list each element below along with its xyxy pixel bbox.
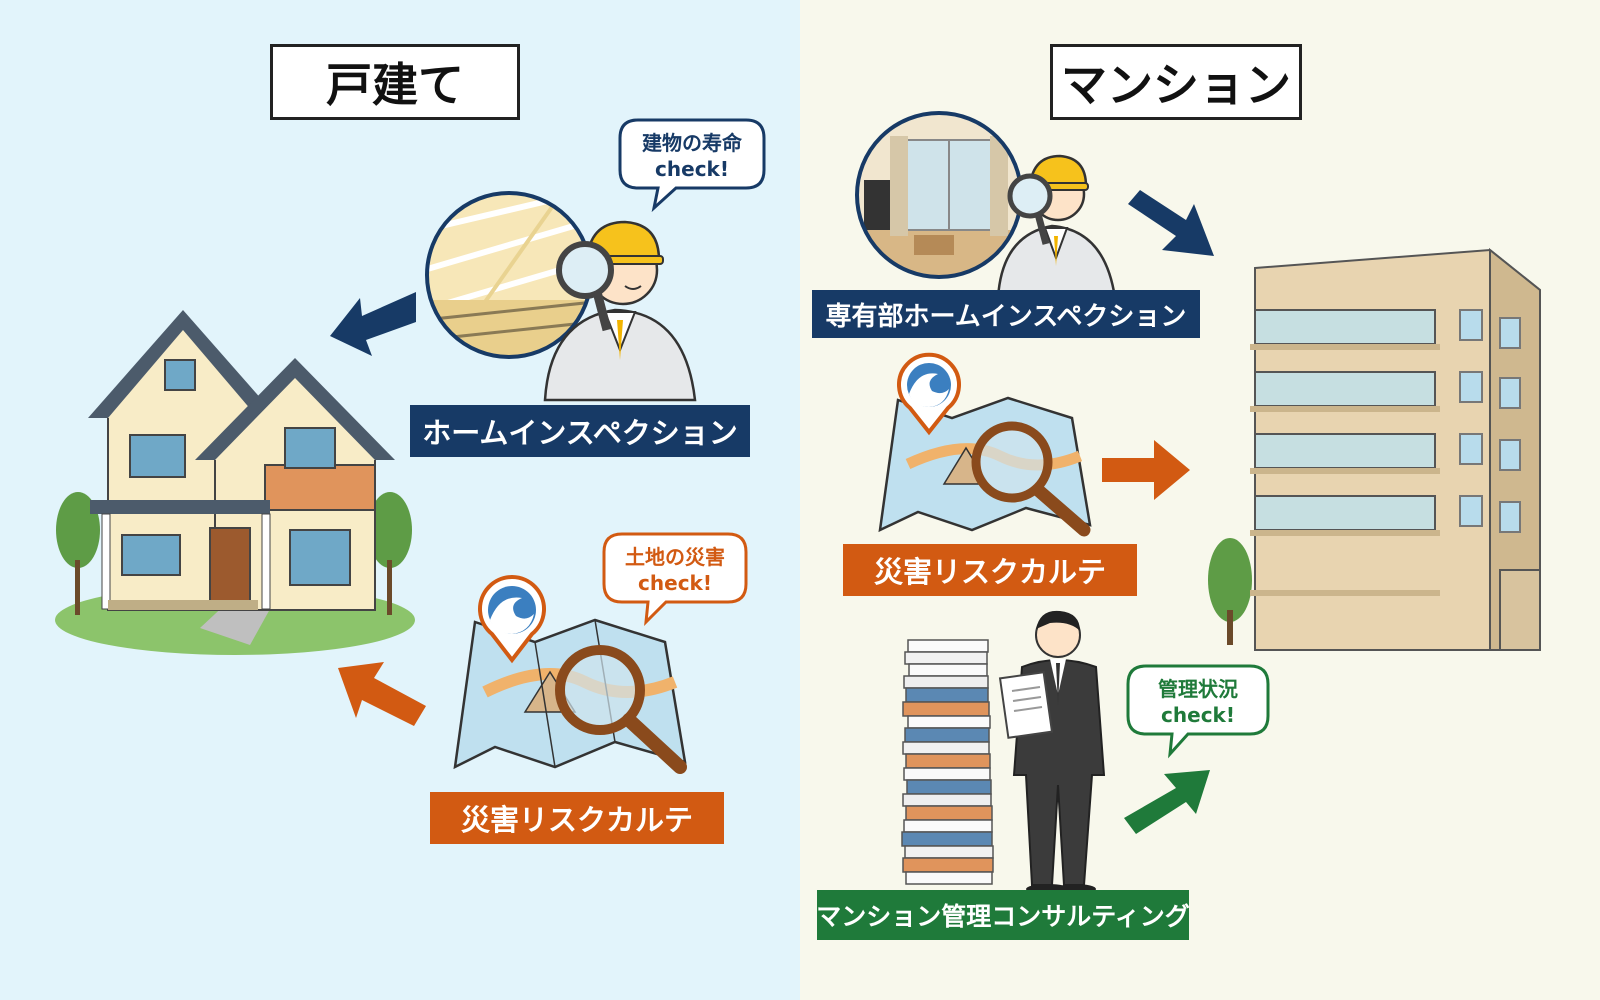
management-consulting-label: マンション管理コンサルティング: [816, 890, 1190, 940]
interior-inspection-circle: [855, 111, 1023, 279]
management-bubble-line1: 管理状況: [1158, 677, 1238, 701]
arrow-icon: [1124, 770, 1210, 834]
lifespan-check-bubble: 建物の寿命 check!: [618, 118, 766, 213]
land-disaster-check-bubble: 土地の災害 check!: [602, 532, 748, 627]
arrow-icon: [1102, 440, 1190, 500]
home-inspection-label: ホームインスペクション: [410, 405, 750, 457]
right-title: マンション: [1050, 44, 1302, 120]
wave-pin-icon: [897, 352, 961, 436]
businessman-illustration: [998, 610, 1106, 894]
hazard-map-icon: [878, 396, 1092, 537]
right-hazard-label: 災害リスクカルテ: [843, 544, 1137, 596]
land-bubble-line2: check!: [638, 571, 712, 595]
left-title: 戸建て: [270, 44, 520, 120]
management-bubble-line2: check!: [1161, 703, 1235, 727]
land-bubble-line1: 土地の災害: [625, 545, 725, 569]
house-illustration: [55, 310, 415, 655]
wave-pin-icon: [478, 575, 546, 664]
left-hazard-label: 災害リスクカルテ: [430, 792, 724, 844]
document-stack-icon: [901, 639, 994, 885]
private-area-inspection-label: 専有部ホームインスペクション: [812, 290, 1200, 338]
arrow-icon: [338, 662, 426, 726]
arrow-icon: [1128, 190, 1214, 256]
lifespan-bubble-line2: check!: [655, 157, 729, 181]
inspector-illustration: [543, 220, 697, 402]
lifespan-bubble-line1: 建物の寿命: [642, 131, 743, 155]
management-check-bubble: 管理状況 check!: [1126, 664, 1270, 759]
apartment-building-illustration: [1208, 247, 1541, 651]
arrow-icon: [330, 292, 416, 356]
inspector-illustration: [996, 154, 1117, 300]
